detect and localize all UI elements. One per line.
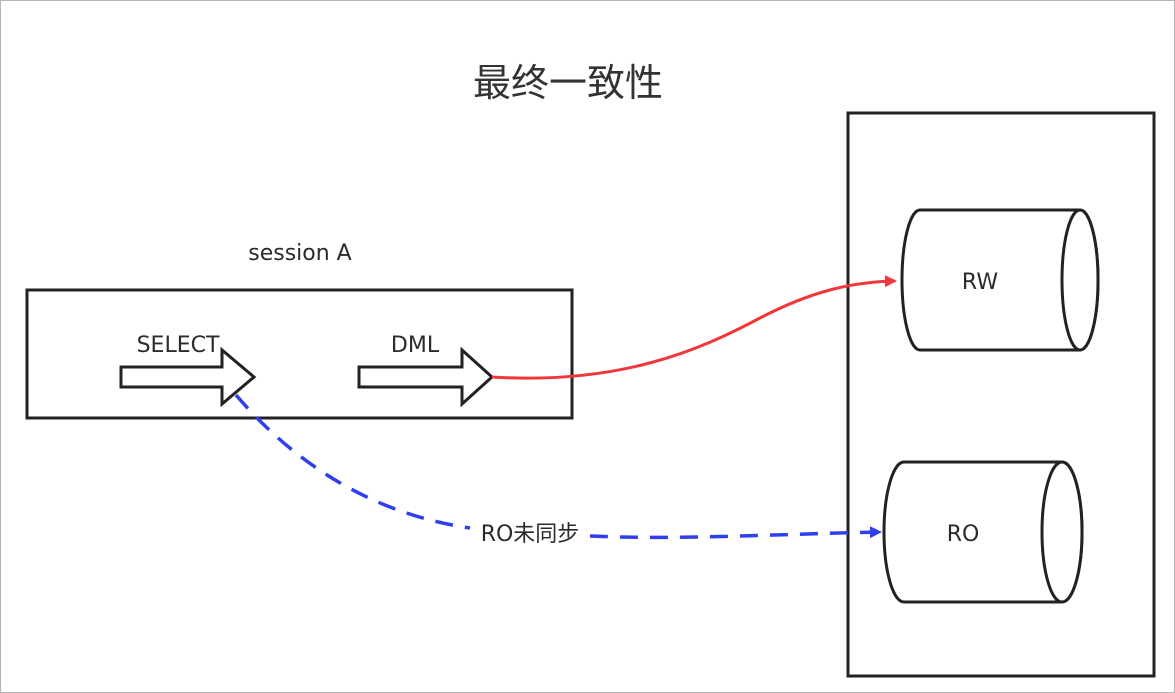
ro-label: RO [947, 522, 980, 547]
diagram-title: 最终一致性 [473, 61, 663, 105]
database-container [846, 111, 1156, 678]
edge-label-ro-unsynced: RO未同步 [481, 522, 580, 547]
dml-arrow [357, 346, 495, 408]
select-arrow [119, 346, 257, 408]
select-to-ro-edge-end [589, 526, 882, 540]
dml-to-rw-edge [491, 275, 897, 380]
rw-label: RW [962, 270, 998, 295]
session-label: session A [248, 241, 351, 266]
session-box [25, 288, 574, 420]
rw-node: RW [900, 208, 1100, 352]
ro-node: RO [882, 460, 1084, 604]
select-to-ro-edge-start [234, 393, 471, 530]
dml-label: DML [391, 333, 440, 358]
select-label: SELECT [137, 333, 220, 358]
